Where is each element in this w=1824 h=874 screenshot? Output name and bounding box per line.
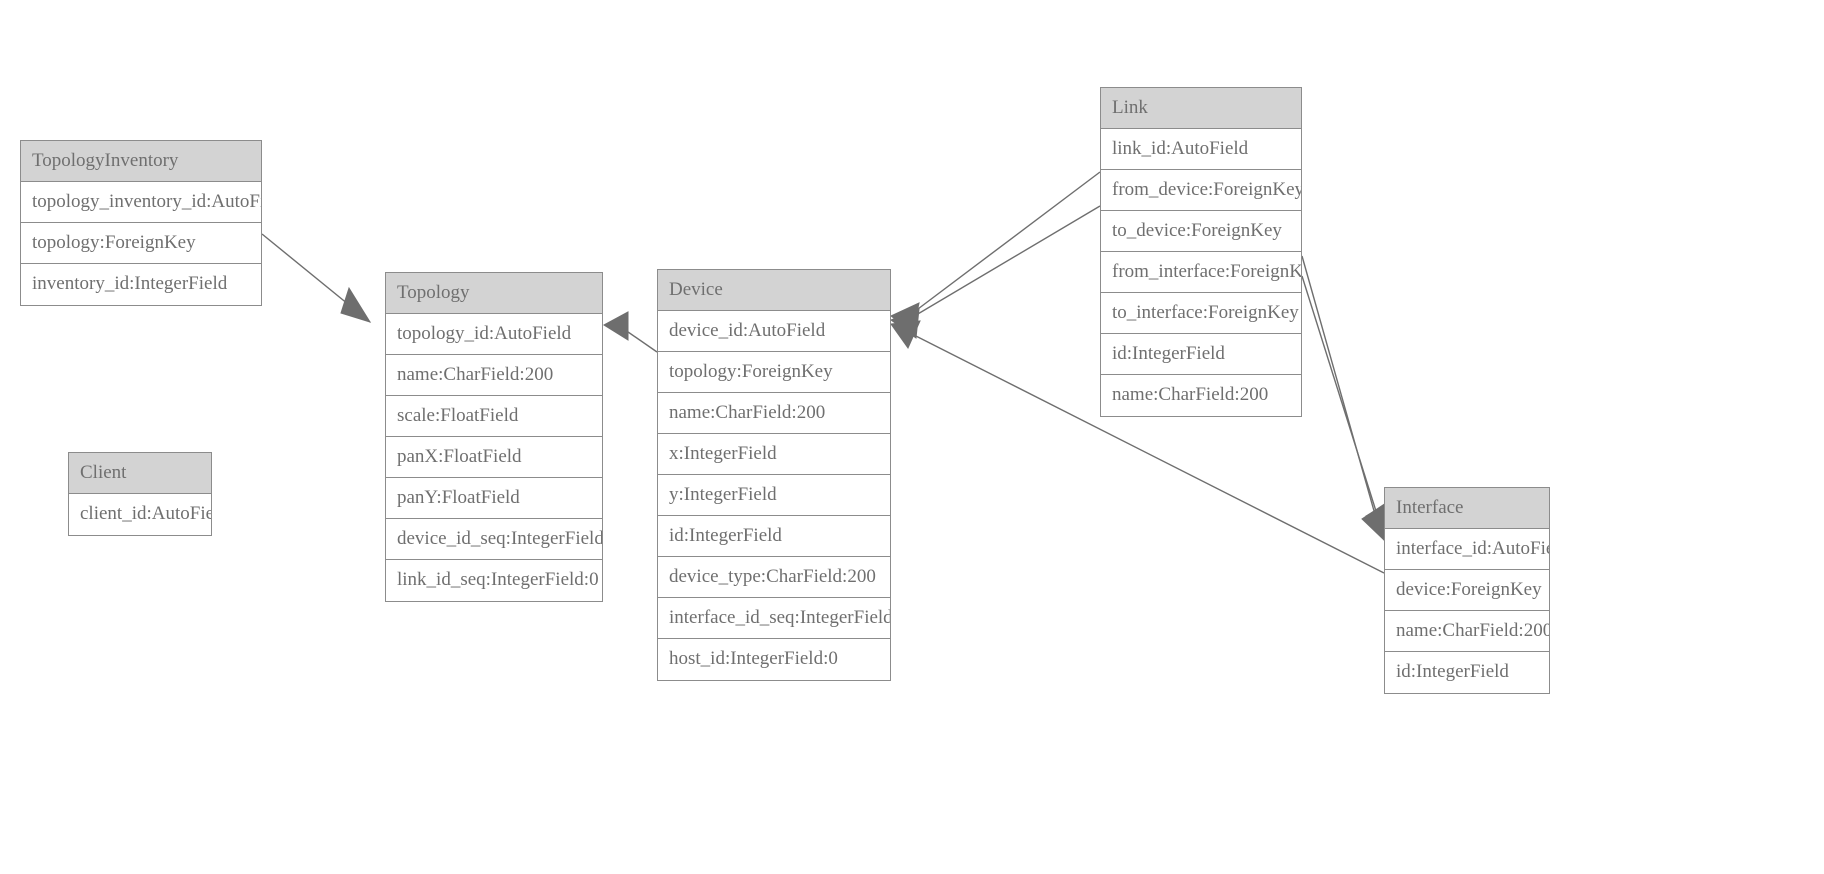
entity-title-client: Client bbox=[69, 453, 211, 494]
entity-title-link: Link bbox=[1101, 88, 1301, 129]
entity-field[interactable]: device:ForeignKey bbox=[1385, 570, 1549, 611]
arrowhead-icon bbox=[890, 302, 920, 333]
rel-link-to-device bbox=[889, 205, 1101, 339]
relationship-line bbox=[1301, 275, 1382, 528]
rel-link-to-interface bbox=[1301, 275, 1391, 542]
rel-topologyinventory-topology bbox=[261, 233, 372, 323]
entity-field[interactable]: topology:ForeignKey bbox=[21, 223, 261, 264]
rel-device-topology bbox=[603, 311, 658, 353]
entity-field[interactable]: host_id:IntegerField:0 bbox=[658, 639, 890, 680]
entity-field[interactable]: to_device:ForeignKey bbox=[1101, 211, 1301, 252]
entity-field[interactable]: y:IntegerField bbox=[658, 475, 890, 516]
entity-field[interactable]: topology_inventory_id:AutoField bbox=[21, 182, 261, 223]
entity-field[interactable]: id:IntegerField bbox=[1101, 334, 1301, 375]
entity-field[interactable]: name:CharField:200 bbox=[658, 393, 890, 434]
entity-field[interactable]: from_interface:ForeignKey bbox=[1101, 252, 1301, 293]
arrowhead-icon bbox=[889, 308, 920, 339]
entity-field[interactable]: link_id:AutoField bbox=[1101, 129, 1301, 170]
entity-field[interactable]: name:CharField:200 bbox=[1101, 375, 1301, 416]
entity-field[interactable]: client_id:AutoField bbox=[69, 494, 211, 535]
entity-field[interactable]: name:CharField:200 bbox=[386, 355, 602, 396]
entity-field[interactable]: inventory_id:IntegerField bbox=[21, 264, 261, 305]
entity-fields-topologyinventory: topology_inventory_id:AutoFieldtopology:… bbox=[21, 182, 261, 305]
arrowhead-icon bbox=[603, 311, 629, 341]
arrowhead-icon bbox=[890, 320, 921, 350]
arrowhead-icon bbox=[1361, 502, 1387, 542]
entity-field[interactable]: topology:ForeignKey bbox=[658, 352, 890, 393]
entity-field[interactable]: scale:FloatField bbox=[386, 396, 602, 437]
entity-field[interactable]: to_interface:ForeignKey bbox=[1101, 293, 1301, 334]
entity-field[interactable]: panY:FloatField bbox=[386, 478, 602, 519]
relationship-line bbox=[261, 233, 371, 323]
entity-fields-client: client_id:AutoField bbox=[69, 494, 211, 535]
entity-field[interactable]: device_id_seq:IntegerField:0 bbox=[386, 519, 602, 560]
entity-field[interactable]: device_type:CharField:200 bbox=[658, 557, 890, 598]
entity-field[interactable]: link_id_seq:IntegerField:0 bbox=[386, 560, 602, 601]
arrowhead-icon bbox=[340, 286, 372, 323]
entity-field[interactable]: interface_id:AutoField bbox=[1385, 529, 1549, 570]
rel-link-from-device bbox=[890, 171, 1101, 333]
entity-field[interactable]: name:CharField:200 bbox=[1385, 611, 1549, 652]
entity-interface[interactable]: Interfaceinterface_id:AutoFielddevice:Fo… bbox=[1384, 487, 1550, 694]
entity-field[interactable]: device_id:AutoField bbox=[658, 311, 890, 352]
entity-field[interactable]: topology_id:AutoField bbox=[386, 314, 602, 355]
rel-link-from-interface bbox=[1301, 255, 1387, 542]
relationship-line bbox=[905, 171, 1101, 319]
entity-title-device: Device bbox=[658, 270, 890, 311]
entity-title-topologyinventory: TopologyInventory bbox=[21, 141, 261, 182]
entity-field[interactable]: interface_id_seq:IntegerField:0 bbox=[658, 598, 890, 639]
entity-field[interactable]: id:IntegerField bbox=[658, 516, 890, 557]
entity-title-topology: Topology bbox=[386, 273, 602, 314]
relationship-line bbox=[905, 205, 1101, 322]
entity-field[interactable]: panX:FloatField bbox=[386, 437, 602, 478]
relationship-line bbox=[617, 324, 658, 353]
entity-field[interactable]: x:IntegerField bbox=[658, 434, 890, 475]
entity-fields-interface: interface_id:AutoFielddevice:ForeignKeyn… bbox=[1385, 529, 1549, 693]
entity-title-interface: Interface bbox=[1385, 488, 1549, 529]
relationship-line bbox=[1301, 255, 1379, 526]
entity-field[interactable]: from_device:ForeignKey bbox=[1101, 170, 1301, 211]
entity-field[interactable]: id:IntegerField bbox=[1385, 652, 1549, 693]
